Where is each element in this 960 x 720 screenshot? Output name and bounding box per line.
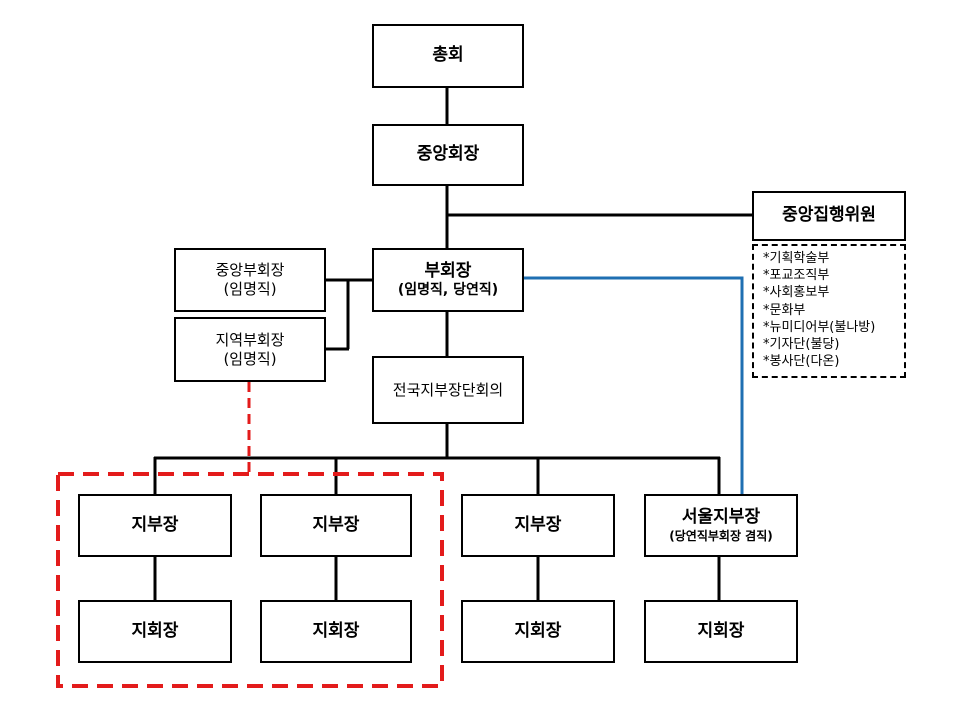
- central-vice-president-note: (임명직): [223, 280, 277, 298]
- chapter-head-label: 지회장: [697, 620, 745, 641]
- department-item: *기자단(불당): [763, 337, 840, 353]
- vice-president-note: (임명직, 당연직): [397, 281, 499, 298]
- chapter-head-label: 지회장: [514, 620, 562, 641]
- branch-council-label: 전국지부장단회의: [392, 380, 504, 399]
- general-assembly-box: 총회: [372, 24, 524, 88]
- regional-group-outline: [56, 472, 444, 688]
- ex-officio-link: [524, 276, 744, 494]
- central-vice-president-box: 중앙부회장 (임명직): [174, 248, 326, 312]
- chapter-head-box: 지회장: [461, 600, 615, 663]
- department-item: *사회홍보부: [763, 285, 830, 301]
- department-item: *봉사단(다온): [763, 354, 840, 370]
- branch-head-label: 지부장: [131, 514, 179, 535]
- branch-head-box: 지부장: [260, 494, 412, 557]
- branch-head-label: 지부장: [514, 514, 562, 535]
- department-item: *기획학술부: [763, 251, 830, 266]
- seoul-branch-head-note: (당연직부회장 겸직): [669, 528, 773, 543]
- chapter-head-box: 지회장: [78, 600, 232, 663]
- president-label: 중앙회장: [416, 144, 480, 165]
- branch-head-label: 지부장: [312, 514, 360, 535]
- branch-council-box: 전국지부장단회의: [372, 356, 524, 424]
- general-assembly-label: 총회: [432, 45, 464, 66]
- department-item: *뉴미디어부(불나방): [763, 319, 876, 335]
- executive-committee-label: 중앙집행위원: [782, 205, 876, 226]
- department-item: *문화부: [763, 302, 806, 318]
- chapter-head-box: 지회장: [644, 600, 798, 663]
- seoul-branch-head-box: 서울지부장 (당연직부회장 겸직): [644, 494, 798, 557]
- executive-committee-box: 중앙집행위원: [752, 191, 906, 241]
- chapter-head-label: 지회장: [131, 620, 179, 641]
- branch-head-box: 지부장: [78, 494, 232, 557]
- chapter-head-label: 지회장: [312, 620, 360, 641]
- vice-president-box: 부회장 (임명직, 당연직): [372, 248, 524, 312]
- seoul-branch-head-label: 서울지부장: [681, 507, 761, 528]
- branch-head-box: 지부장: [461, 494, 615, 557]
- chapter-head-box: 지회장: [260, 600, 412, 663]
- central-vice-president-title: 중앙부회장: [215, 261, 285, 280]
- vice-president-title: 부회장: [424, 260, 472, 281]
- department-list: *기획학술부 *포교조직부 *사회홍보부 *문화부 *뉴미디어부(불나방) *기…: [752, 244, 906, 378]
- president-box: 중앙회장: [372, 124, 524, 186]
- regional-vice-president-box: 지역부회장 (임명직): [174, 317, 326, 382]
- regional-vice-president-title: 지역부회장: [215, 330, 285, 349]
- regional-vice-president-note: (임명직): [223, 349, 277, 368]
- department-item: *포교조직부: [763, 268, 830, 284]
